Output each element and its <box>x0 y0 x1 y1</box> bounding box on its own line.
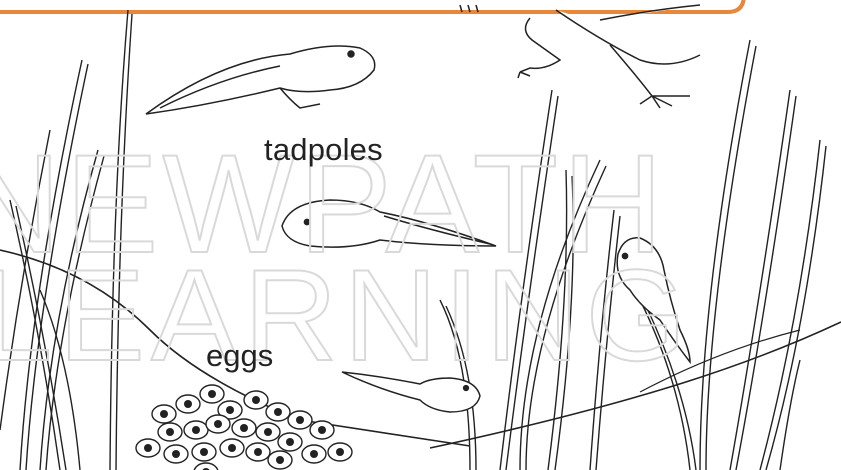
watermark-line2: LEARNING <box>0 242 693 388</box>
tadpoles-label: tadpoles <box>264 132 383 168</box>
eggs-label: eggs <box>206 338 273 374</box>
